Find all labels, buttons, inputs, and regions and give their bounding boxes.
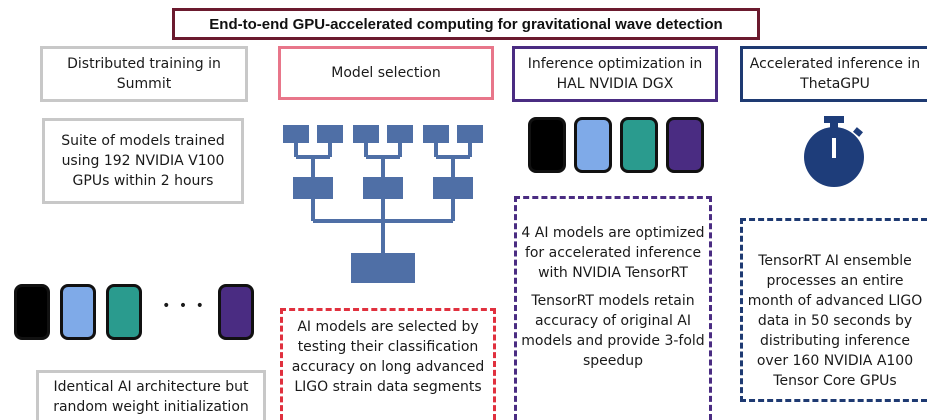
col2-description: AI models are selected by testing their … bbox=[280, 308, 496, 420]
model-card-blue bbox=[574, 117, 612, 173]
col3-header: Inference optimization in HAL NVIDIA DGX bbox=[512, 46, 718, 102]
model-card-teal bbox=[620, 117, 658, 173]
model-card-purple bbox=[666, 117, 704, 173]
model-card-blue bbox=[60, 284, 96, 340]
model-selection-tree-icon bbox=[283, 125, 483, 283]
col2-header: Model selection bbox=[278, 46, 494, 100]
model-card-black bbox=[528, 117, 566, 173]
model-card-purple bbox=[218, 284, 254, 340]
col4-header: Accelerated inference in ThetaGPU bbox=[740, 46, 927, 102]
stopwatch-icon bbox=[804, 116, 864, 187]
col3-description-1: 4 AI models are optimized for accelerate… bbox=[521, 225, 705, 281]
col1-description: Suite of models trained using 192 NVIDIA… bbox=[42, 118, 244, 204]
model-card-black bbox=[14, 284, 50, 340]
diagram-title: End-to-end GPU-accelerated computing for… bbox=[172, 8, 760, 40]
col1-header: Distributed training in Summit bbox=[40, 46, 248, 102]
model-card-teal bbox=[106, 284, 142, 340]
col3-description-box: 4 AI models are optimized for accelerate… bbox=[514, 196, 712, 420]
col1-model-cards: • • • bbox=[14, 284, 254, 340]
col4-description: TensorRT AI ensemble processes an entire… bbox=[740, 218, 927, 402]
ellipsis-icon: • • • bbox=[162, 298, 206, 314]
col1-note: Identical AI architecture but random wei… bbox=[36, 370, 266, 420]
col3-model-cards bbox=[528, 117, 704, 173]
col3-description-2: TensorRT models retain accuracy of origi… bbox=[521, 293, 705, 369]
